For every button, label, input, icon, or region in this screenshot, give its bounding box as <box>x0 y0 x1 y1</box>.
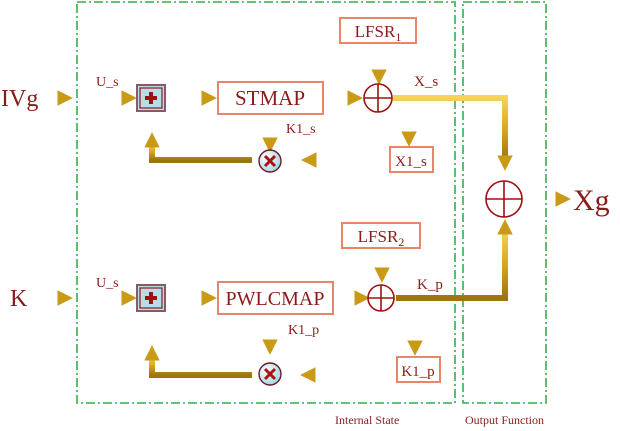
internal-state-region <box>76 1 456 404</box>
input-k-label: K <box>10 286 28 312</box>
k1s-label: K1_s <box>286 122 316 137</box>
lfsr1-label: LFSR1 <box>355 22 402 44</box>
adder-bottom <box>136 284 166 312</box>
us-bottom-label: U_s <box>96 276 119 291</box>
lfsr2-label: LFSR2 <box>358 227 405 249</box>
k1p-box <box>396 356 441 383</box>
plus-box-icon <box>145 92 157 104</box>
x1s-label: X1_s <box>395 154 427 170</box>
us-top-label: U_s <box>96 75 119 90</box>
stmap-label: STMAP <box>235 86 305 110</box>
arrow-kp-output <box>396 219 513 301</box>
adder-top <box>136 84 166 112</box>
arrow-mult-feedback-bottom <box>144 345 252 378</box>
multiplier-bottom <box>258 362 282 386</box>
plus-box-icon <box>145 292 157 304</box>
xs-label: X_s <box>414 74 438 90</box>
kp-label: K_p <box>417 277 443 293</box>
xor-output <box>485 180 523 218</box>
internal-state-caption: Internal State <box>335 413 399 427</box>
k1p-box-label: K1_p <box>401 364 434 380</box>
lfsr1-box <box>339 17 417 44</box>
multiplier-top <box>258 149 282 173</box>
lfsr2-box <box>341 222 421 249</box>
arrow-mult-feedback-top <box>144 132 252 163</box>
xor-top <box>363 83 393 113</box>
xor-bottom <box>367 284 395 312</box>
arrow-xs-output <box>393 95 513 171</box>
output-function-caption: Output Function <box>465 413 544 427</box>
k1p-label: K1_p <box>288 323 319 338</box>
input-ivg-label: IVg <box>1 86 38 112</box>
output-function-region <box>462 1 547 404</box>
output-xg-label: Xg <box>573 184 610 217</box>
x1s-box <box>389 146 434 173</box>
stmap-box <box>217 81 324 115</box>
pwlcmap-label: PWLCMAP <box>226 288 325 310</box>
pwlcmap-box <box>217 281 334 315</box>
